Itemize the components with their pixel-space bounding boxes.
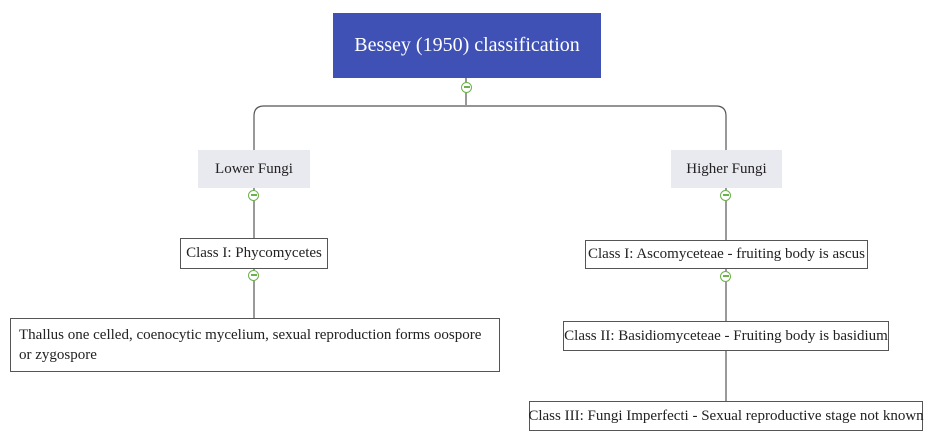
collapse-minus-icon[interactable] (248, 190, 259, 201)
connector-root-to-branches (253, 78, 727, 150)
node-fungi-imperfecti-label: Class III: Fungi Imperfecti - Sexual rep… (528, 407, 924, 424)
node-fungi-imperfecti[interactable]: Class III: Fungi Imperfecti - Sexual rep… (528, 401, 924, 431)
branch-lower-fungi[interactable]: Lower Fungi (198, 150, 310, 188)
node-phycomycetes-label: Class I: Phycomycetes (186, 245, 322, 261)
collapse-minus-icon[interactable] (248, 270, 259, 281)
branch-higher-fungi-label: Higher Fungi (686, 160, 767, 177)
collapse-minus-icon[interactable] (720, 190, 731, 201)
root-label: Bessey (1950) classification (354, 34, 580, 56)
collapse-minus-icon[interactable] (720, 271, 731, 282)
branch-lower-fungi-label: Lower Fungi (215, 160, 293, 177)
collapse-minus-icon[interactable] (461, 82, 472, 93)
node-ascomyceteae-label: Class I: Ascomyceteae - fruiting body is… (587, 246, 866, 262)
node-phycomycetes[interactable]: Class I: Phycomycetes (180, 238, 328, 269)
node-basidiomyceteae-label: Class II: Basidiomyceteae - Fruiting bod… (564, 327, 888, 344)
root-node[interactable]: Bessey (1950) classification (333, 13, 601, 78)
node-phycomycetes-description-label: Thallus one celled, coenocytic mycelium,… (19, 327, 482, 363)
node-phycomycetes-description[interactable]: Thallus one celled, coenocytic mycelium,… (10, 318, 500, 372)
node-ascomyceteae[interactable]: Class I: Ascomyceteae - fruiting body is… (585, 240, 868, 269)
branch-higher-fungi[interactable]: Higher Fungi (671, 150, 782, 188)
node-basidiomyceteae[interactable]: Class II: Basidiomyceteae - Fruiting bod… (563, 321, 889, 351)
